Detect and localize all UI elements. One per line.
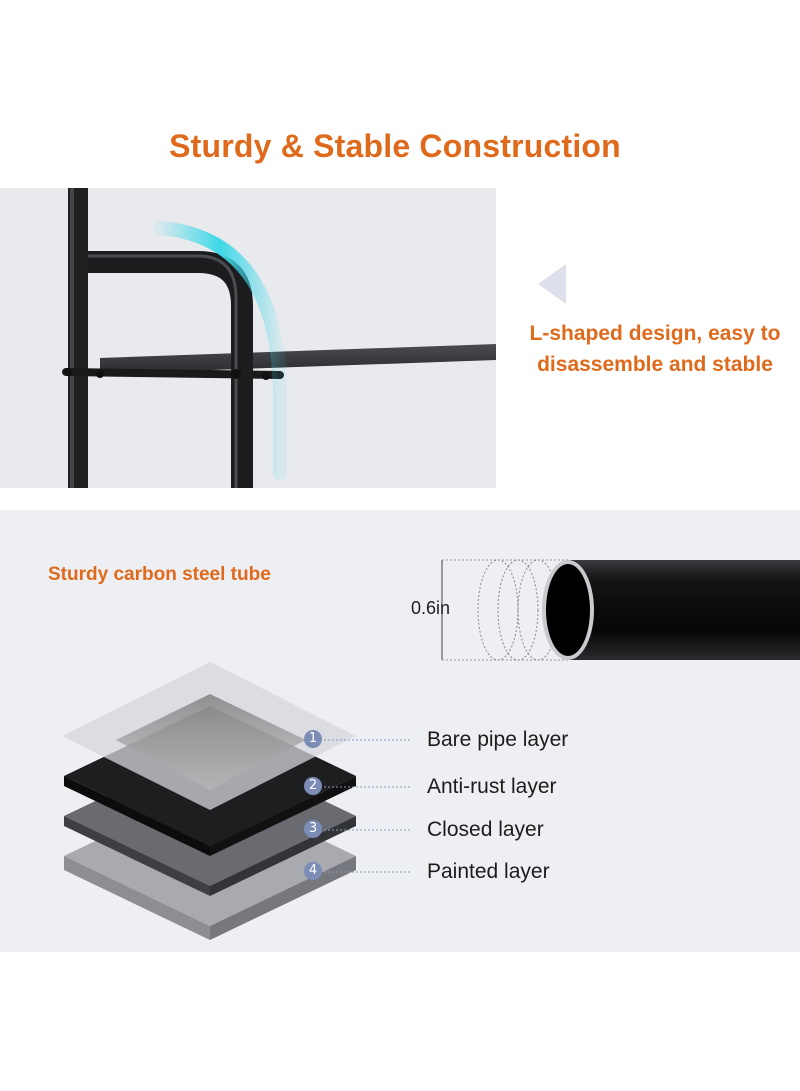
tube-diameter-label: 0.6in — [411, 598, 451, 618]
page-title: Sturdy & Stable Construction — [169, 128, 621, 164]
layer-label-painted: Painted layer — [427, 860, 550, 883]
coating-layers-illustration — [56, 650, 426, 955]
layer-number-badge: 2 — [304, 777, 322, 795]
layer-label-bare-pipe: Bare pipe layer — [427, 728, 569, 751]
layer-label-anti-rust: Anti-rust layer — [427, 775, 557, 798]
layer-number-badge: 1 — [304, 730, 322, 748]
feature-description: L-shaped design, easy to disassemble and… — [529, 322, 781, 376]
pointer-arrow-icon — [538, 264, 566, 304]
layer-number-badge: 4 — [304, 862, 322, 880]
tube-heading: Sturdy carbon steel tube — [48, 564, 271, 585]
steel-tube-illustration — [420, 548, 800, 673]
layer-number-badge: 3 — [304, 820, 322, 838]
frame-joint-photo — [0, 188, 496, 488]
layer-label-closed: Closed layer — [427, 818, 544, 841]
